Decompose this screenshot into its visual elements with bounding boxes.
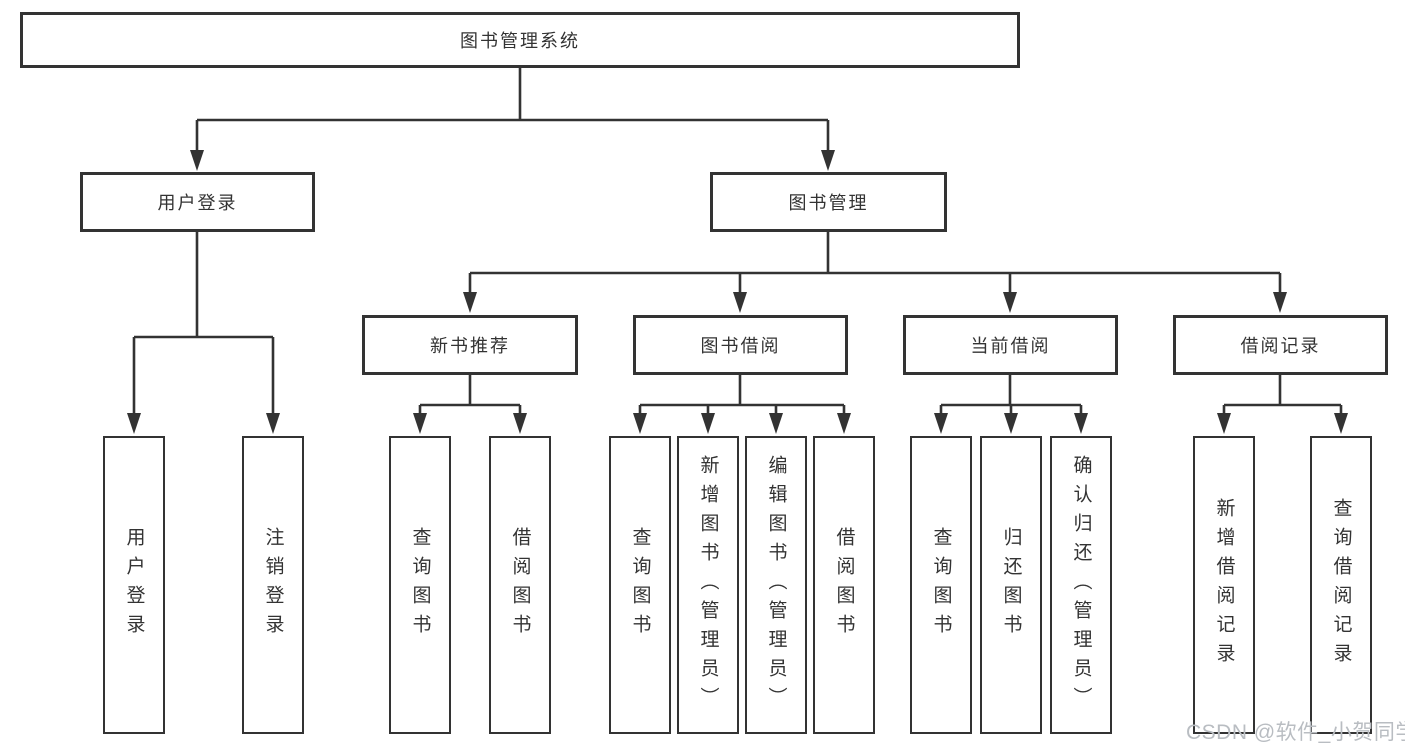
node-book-mgmt: 图书管理 — [710, 172, 947, 232]
node-root-label: 图书管理系统 — [460, 31, 580, 51]
leaf-edit-book-admin: 编辑图书（管理员） — [745, 436, 807, 734]
connector-root-to-level2 — [190, 68, 835, 171]
leaf-borrow-book-borrow: 借阅图书 — [813, 436, 875, 734]
leaf-add-borrow-record-label: 新增借阅记录 — [1213, 498, 1235, 672]
connector-current-borrow-to-leaves — [934, 375, 1088, 434]
leaf-logout-label: 注销登录 — [262, 527, 284, 643]
leaf-borrow-book-rec: 借阅图书 — [489, 436, 551, 734]
node-borrow-records-label: 借阅记录 — [1240, 336, 1321, 356]
leaf-query-borrow-record-label: 查询借阅记录 — [1330, 498, 1352, 672]
csdn-watermark: CSDN @软件_小贺同学 — [1186, 721, 1405, 744]
connector-book-borrow-to-leaves — [633, 375, 851, 434]
leaf-logout: 注销登录 — [242, 436, 304, 734]
leaf-user-login-label: 用户登录 — [123, 527, 145, 643]
leaf-query-book-rec: 查询图书 — [389, 436, 451, 734]
node-borrow-records: 借阅记录 — [1173, 315, 1388, 375]
leaf-query-book-current: 查询图书 — [910, 436, 972, 734]
node-current-borrow: 当前借阅 — [903, 315, 1118, 375]
leaf-borrow-book-rec-label: 借阅图书 — [509, 527, 531, 643]
node-root: 图书管理系统 — [20, 12, 1020, 68]
node-current-borrow-label: 当前借阅 — [970, 336, 1051, 356]
leaf-return-book-label: 归还图书 — [1000, 527, 1022, 643]
node-new-book-rec-label: 新书推荐 — [430, 336, 510, 356]
leaf-add-book-admin-label: 新增图书（管理员） — [697, 454, 719, 716]
leaf-add-borrow-record: 新增借阅记录 — [1193, 436, 1255, 734]
leaf-edit-book-admin-label: 编辑图书（管理员） — [765, 454, 787, 716]
leaf-confirm-return-admin-label: 确认归还（管理员） — [1070, 454, 1092, 716]
leaf-query-borrow-record: 查询借阅记录 — [1310, 436, 1372, 734]
node-new-book-rec: 新书推荐 — [362, 315, 578, 375]
node-book-borrow: 图书借阅 — [633, 315, 848, 375]
leaf-return-book: 归还图书 — [980, 436, 1042, 734]
connector-borrow-records-to-leaves — [1217, 375, 1348, 434]
connector-user-login-to-leaves — [127, 232, 280, 434]
node-user-login: 用户登录 — [80, 172, 315, 232]
node-user-login-label: 用户登录 — [157, 193, 238, 213]
node-book-borrow-label: 图书借阅 — [700, 336, 781, 356]
leaf-query-book-current-label: 查询图书 — [930, 527, 952, 643]
connector-book-mgmt-to-level3 — [463, 232, 1287, 313]
leaf-add-book-admin: 新增图书（管理员） — [677, 436, 739, 734]
leaf-query-book-rec-label: 查询图书 — [409, 527, 431, 643]
leaf-confirm-return-admin: 确认归还（管理员） — [1050, 436, 1112, 734]
leaf-user-login: 用户登录 — [103, 436, 165, 734]
connector-new-book-rec-to-leaves — [413, 375, 527, 434]
node-book-mgmt-label: 图书管理 — [788, 193, 869, 213]
leaf-query-book-borrow: 查询图书 — [609, 436, 671, 734]
leaf-query-book-borrow-label: 查询图书 — [629, 527, 651, 643]
leaf-borrow-book-borrow-label: 借阅图书 — [833, 527, 855, 643]
